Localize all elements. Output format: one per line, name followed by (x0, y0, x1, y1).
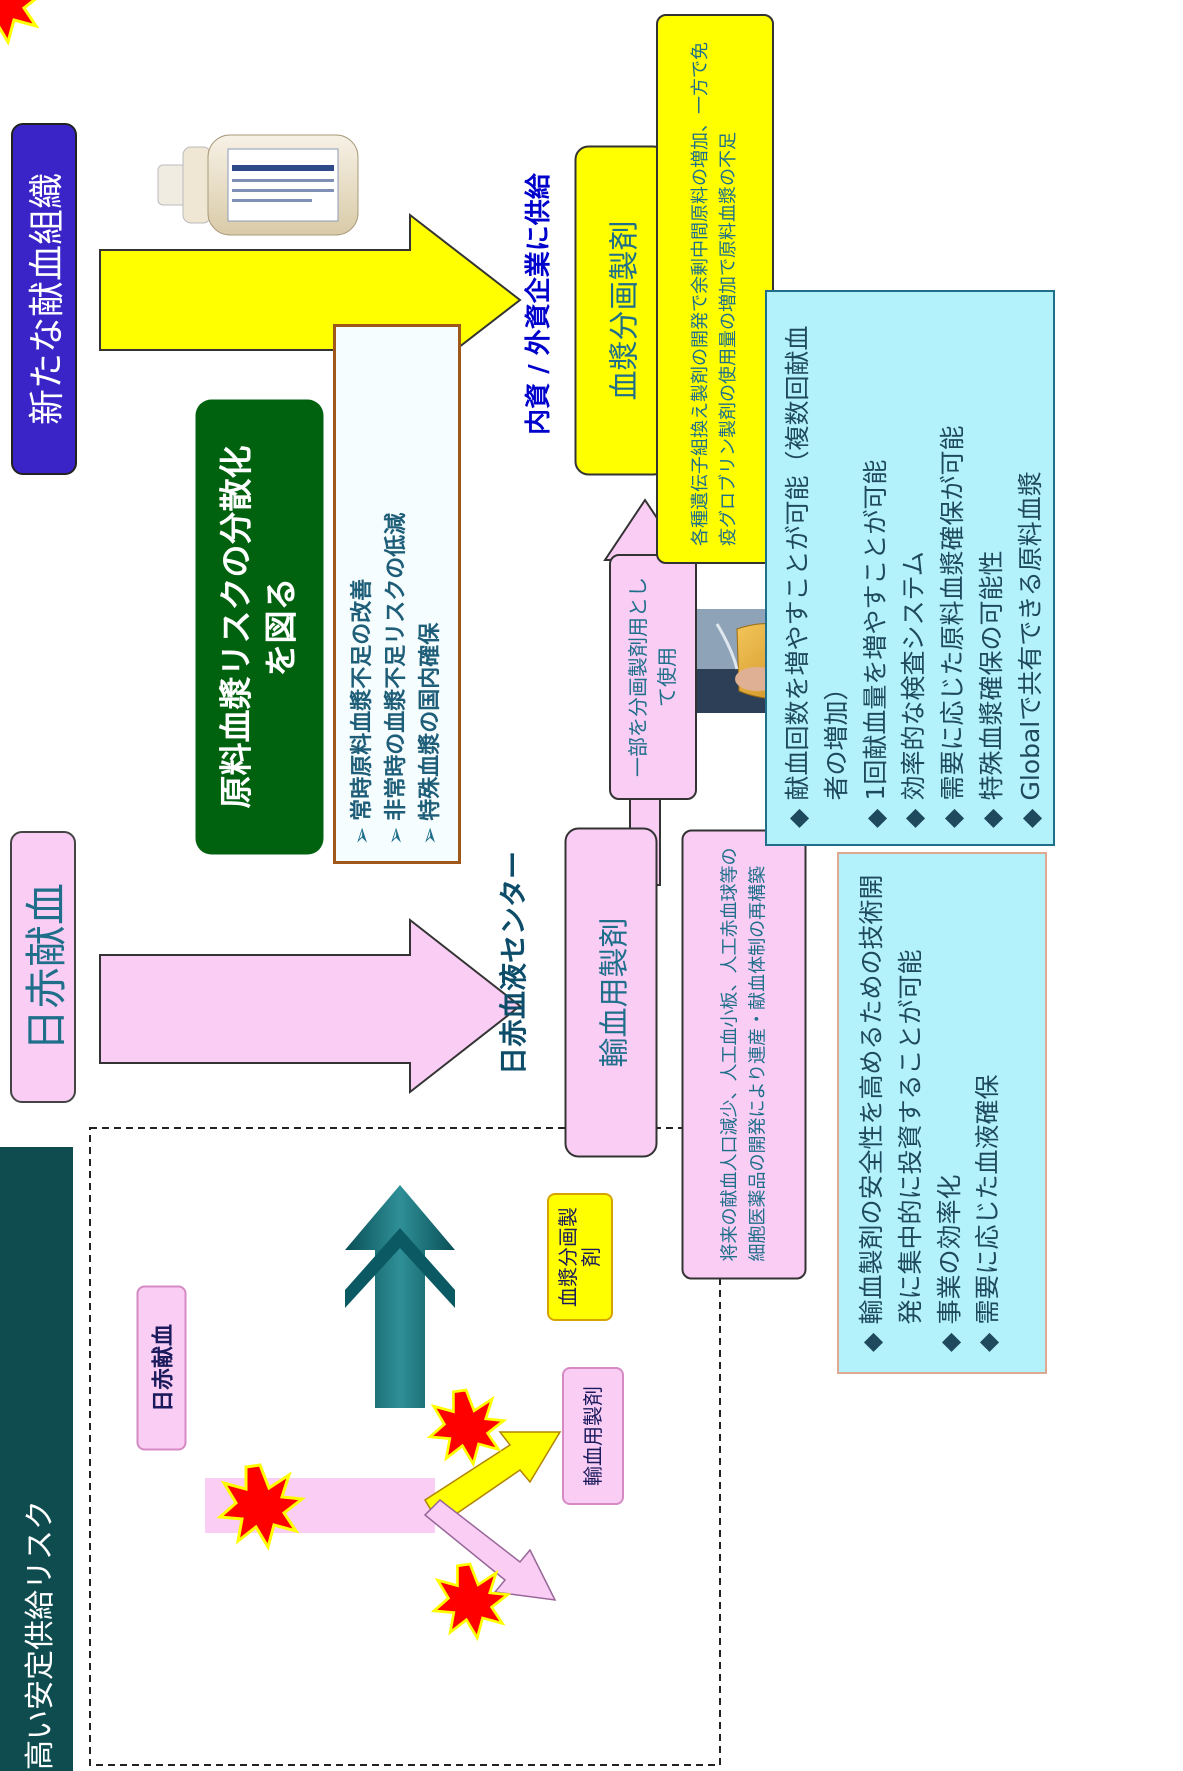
partial-use-note: 一部を分画製剤用として使用 (609, 554, 697, 800)
risk-point: 非常時の血漿不足リスクの低減 (380, 343, 414, 845)
legacy-transfusion-label: 輸血用製剤 (562, 1367, 624, 1505)
new-org-benefits-list: 献血回数を増やすことが可能（複数回献血者の増加） 1回献血量を増やすことが可能 … (779, 308, 1050, 828)
risk-points-box: 常時原料血漿不足の改善 非常時の血漿不足リスクの低減 特殊血漿の国内確保 (333, 324, 461, 864)
domestic-supply-label: 内資 / 外資企業に供給 (523, 173, 554, 435)
legacy-panel-frame (89, 1127, 721, 1766)
fractionation-note: 各種遺伝子組換え製剤の開発で余剰中間原料の増加、一方で免疫グロブリン製剤の使用量… (656, 14, 774, 564)
legacy-pink-arrow (423, 1499, 557, 1601)
risk-box-title: 原料血漿リスクの分散化を図る (195, 399, 324, 855)
teal-chevron (345, 1228, 455, 1308)
benefit-item: 効率的な検査システム (895, 308, 934, 828)
legacy-fractionation-label: 血漿分画製剤 (547, 1193, 613, 1321)
explosion-icon (428, 1388, 506, 1466)
transfusion-benefits-list: 輸血製剤の安全性を高めるための技術開発に集中的に投資することが可能 事業の効率化… (853, 874, 1008, 1352)
benefit-item: Globalで共有できる原料血漿 (1012, 308, 1051, 828)
legacy-panel-title: 高い安定供給リスク (0, 1147, 73, 1771)
benefit-item: 需要に応じた原料血漿確保が可能 (934, 308, 973, 828)
teal-up-arrow (345, 1185, 455, 1408)
transfusion-box: 輸血用製剤 (564, 827, 658, 1158)
fractionation-box: 血漿分画製剤 (574, 145, 668, 476)
benefit-item: 1回献血量を増やすことが可能 (857, 308, 896, 828)
jrc-arrow (99, 917, 522, 1095)
risk-points-list: 常時原料血漿不足の改善 非常時の血漿不足リスクの低減 特殊血漿の国内確保 (346, 343, 448, 845)
jrc-center-label: 日赤血液センター (497, 851, 530, 1076)
new-donation-label: 新たな献血組織 (11, 123, 77, 475)
plasma-bottle-icon (157, 134, 359, 236)
benefit-item: 需要に応じた血液確保 (969, 874, 1008, 1352)
benefit-item: 特殊血漿確保の可能性 (973, 308, 1012, 828)
new-org-benefits-box: 献血回数を増やすことが可能（複数回献血者の増加） 1回献血量を増やすことが可能 … (765, 290, 1055, 846)
risk-point: 常時原料血漿不足の改善 (346, 343, 380, 845)
transfusion-benefits-box: 輸血製剤の安全性を高めるための技術開発に集中的に投資することが可能 事業の効率化… (837, 852, 1047, 1374)
explosion-icon (432, 1562, 510, 1640)
legacy-panel-title-text: 高い安定供給リスク (22, 1500, 58, 1770)
risk-point: 特殊血漿の国内確保 (414, 343, 448, 845)
future-note: 将来の献血人口減少、人工血小板、人工赤血球等の細胞医薬品の開発により連産・献血体… (681, 829, 807, 1280)
jrc-donation-label: 日赤献血 (10, 831, 76, 1103)
legacy-source-label: 日赤献血 (136, 1285, 187, 1451)
benefit-item: 事業の効率化 (931, 874, 970, 1352)
benefit-item: 献血回数を増やすことが可能（複数回献血者の増加） (779, 308, 857, 828)
explosion-icon (218, 1463, 304, 1549)
benefit-item: 輸血製剤の安全性を高めるための技術開発に集中的に投資することが可能 (853, 874, 931, 1352)
explosion-icon (0, 0, 40, 46)
